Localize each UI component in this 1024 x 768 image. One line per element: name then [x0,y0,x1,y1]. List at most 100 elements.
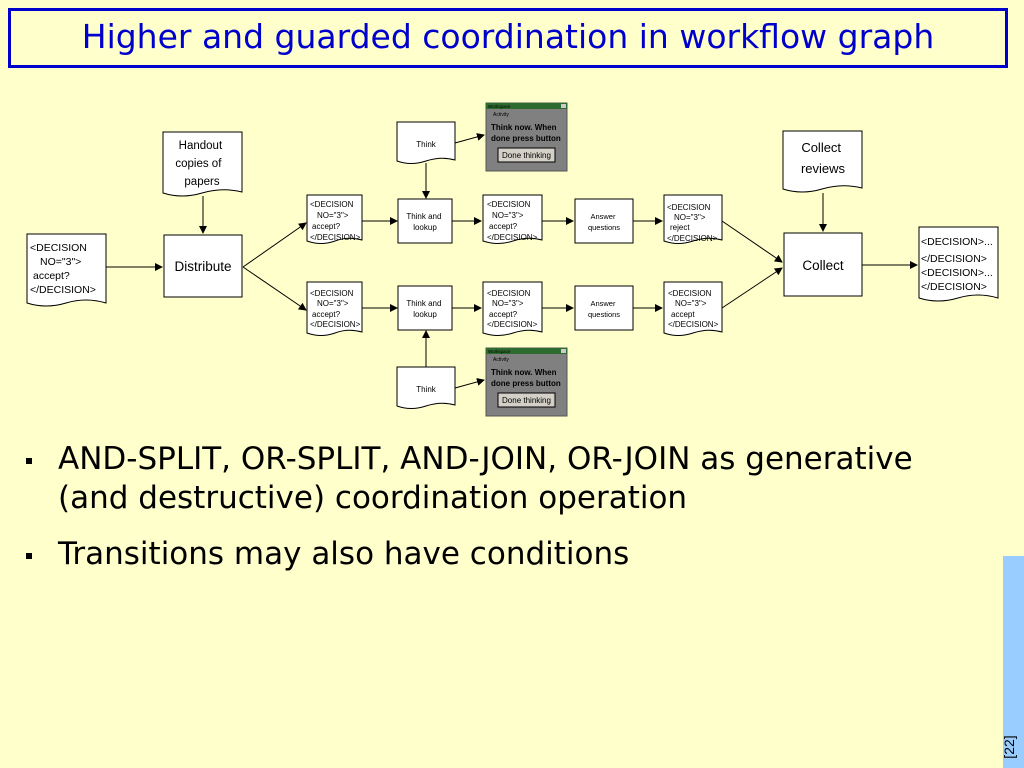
svg-text:<DECISION NO="3">: <DECISION NO="3"> accept? </DECISION> [30,242,96,296]
bottom-decision-document-2: <DECISION NO="3"> accept? </DECISION> [482,281,543,336]
top-think-label: Think [416,140,437,149]
svg-text:<DECISION>... </DECISION: <DECISION>... </DECISION> <DECISION>... … [921,236,996,293]
bottom-answer-activity: Answer questions [574,285,634,331]
arrow-bottom-thinkdoc-to-dialog [454,378,485,389]
top-dec3-line: </DECISION> [667,234,718,243]
output-doc-line: </DECISION> [921,253,987,265]
bottom-think-document: Think [396,366,456,409]
bullet-square-icon [26,553,32,559]
bottom-think-lookup-activity: Think and lookup [397,285,453,331]
bottom-think-label: Think [416,385,437,394]
top-dialog-message: done press button [491,134,561,143]
bottom-dialog-message: done press button [491,379,561,388]
bottom-decision-document-3: <DECISION NO="3"> accept </DECISION> [663,281,723,336]
collect-activity: Collect [783,232,863,297]
bullet-list: AND-SPLIT, OR-SPLIT, AND-JOIN, OR-JOIN a… [20,440,980,591]
top-lookup-line: lookup [413,223,437,232]
bullet-text: Transitions may also have conditions [58,536,630,572]
bottom-lookup-line: lookup [413,310,437,319]
top-dec2-line: </DECISION> [487,233,538,242]
top-think-document: Think [396,121,456,164]
top-dialog-title: Workspace [488,104,511,109]
input-doc-line: </DECISION> [30,284,96,296]
top-answer-activity: Answer questions [574,198,634,244]
handout-doc-line: Handout [179,140,223,152]
collect-label: Collect [802,258,844,273]
svg-text:Answer questions: Answer questions [588,299,620,319]
arrow-join-top [721,220,783,263]
input-doc-line: <DECISION [30,242,87,254]
input-doc-line: accept? [33,270,70,282]
bottom-dialog-message: Think now. When [491,368,557,377]
svg-text:<DECISION NO="3">: <DECISION NO="3"> accept? </DECISION> [487,289,538,329]
top-dialog-subtitle: Activity [493,112,509,118]
bottom-dialog-window: Workspace Activity Think now. When done … [485,347,568,417]
bottom-lookup-line: Think and [406,299,441,308]
side-bar [1003,556,1024,768]
bottom-dec1-line: NO="3"> [317,299,349,308]
top-dec3-line: NO="3"> [674,213,706,222]
svg-text:Think and lookup: Think and lookup [406,212,443,232]
bottom-answer-line: Answer [590,299,616,308]
bottom-dec2-line: NO="3"> [492,299,524,308]
distribute-activity: Distribute [163,234,243,298]
bottom-dec3-line: accept [671,310,695,319]
svg-text:<DECISION NO="3">: <DECISION NO="3"> accept? </DECISION> [310,289,361,329]
bottom-dialog-title: Workspace [488,349,511,354]
top-dialog-window: Workspace Activity Think now. When done … [485,102,568,172]
svg-text:Handout copies of: Handout copies of papers [175,140,225,188]
bottom-dec2-line: accept? [489,310,518,319]
bottom-dec3-line: <DECISION [668,289,712,298]
bottom-done-thinking-button[interactable]: Done thinking [502,396,551,405]
title-box: Higher and guarded coordination in workf… [8,8,1008,68]
arrow-join-bottom [721,267,783,309]
slide-title: Higher and guarded coordination in workf… [81,17,935,56]
bottom-decision-document-1: <DECISION NO="3"> accept? </DECISION> [306,281,363,336]
arrow-top-thinkdoc-to-dialog [454,133,485,144]
handout-doc-line: copies of [175,158,222,170]
bullet-text: AND-SPLIT, OR-SPLIT, AND-JOIN, OR-JOIN a… [58,441,913,516]
bottom-dec1-line: <DECISION [310,289,354,298]
svg-text:Answer questions: Answer questions [588,212,620,232]
top-dec3-line: reject [670,223,690,232]
bottom-answer-line: questions [588,310,620,319]
page-number: [22] [1001,735,1017,759]
bottom-dialog-subtitle: Activity [493,357,509,363]
top-dec1-line: accept? [312,222,341,231]
top-dialog-message: Think now. When [491,123,557,132]
top-dec1-line: <DECISION [310,200,354,209]
bottom-dec2-line: <DECISION [487,289,531,298]
top-answer-line: Answer [590,212,616,221]
top-dec2-line: accept? [489,222,518,231]
input-document: <DECISION NO="3"> accept? </DECISION> [26,233,107,307]
output-document: <DECISION>... </DECISION> <DECISION>... … [918,226,999,302]
svg-text:<DECISION NO="3">: <DECISION NO="3"> accept? </DECISION> [487,200,538,242]
top-decision-document-2: <DECISION NO="3"> accept? </DECISION> [482,194,543,244]
bullet-item: Transitions may also have conditions [20,535,980,574]
top-dec2-line: <DECISION [487,200,531,209]
output-doc-line: <DECISION>... [921,267,993,279]
connectors [106,133,918,389]
svg-text:Think now. When done pre: Think now. When done press button [491,368,561,388]
top-lookup-line: Think and [406,212,441,221]
bottom-dec1-line: accept? [312,310,341,319]
bottom-dec1-line: </DECISION> [310,320,361,329]
top-done-thinking-button[interactable]: Done thinking [502,151,551,160]
collect-reviews-line: Collect [801,140,841,155]
handout-doc-line: papers [184,176,219,188]
handout-document: Handout copies of papers [162,131,243,197]
arrow-split-bottom [242,266,307,311]
svg-text:<DECISION NO="3">: <DECISION NO="3"> accept </DECISION> [668,289,719,329]
svg-text:<DECISION NO="3">: <DECISION NO="3"> reject </DECISION> [667,203,718,243]
bullet-item: AND-SPLIT, OR-SPLIT, AND-JOIN, OR-JOIN a… [20,440,980,518]
output-doc-line: <DECISION>... [921,236,993,248]
top-dec2-line: NO="3"> [492,211,524,220]
input-doc-line: NO="3"> [40,256,81,268]
bullet-square-icon [26,458,32,464]
workflow-diagram: <DECISION NO="3"> accept? </DECISION> Ha… [26,102,999,417]
top-dec1-line: NO="3"> [317,211,349,220]
top-answer-line: questions [588,223,620,232]
svg-text:Think and lookup: Think and lookup [406,299,443,319]
collect-reviews-document: Collect reviews [782,130,863,193]
output-doc-line: </DECISION> [921,281,987,293]
